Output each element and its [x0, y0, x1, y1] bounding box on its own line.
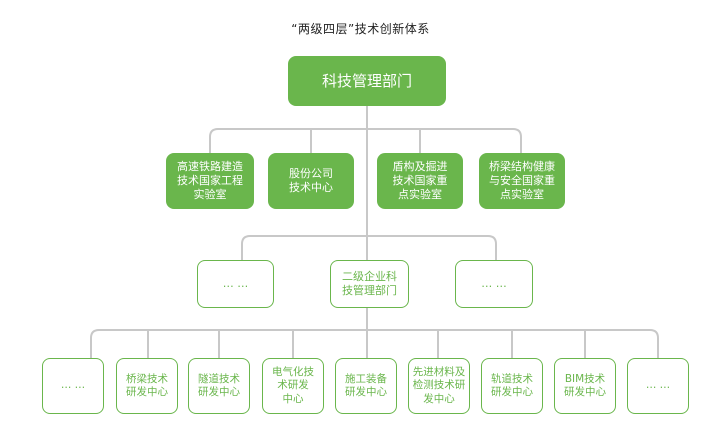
level4-node-ellipsis-last: … …: [627, 358, 689, 414]
level3-node-label: 二级企业科 技管理部门: [342, 270, 397, 297]
root-node-tech-management: 科技管理部门: [288, 56, 446, 106]
level3-node-label: … …: [481, 277, 507, 291]
level4-node-label: 隧道技术 研发中心: [198, 372, 240, 398]
level4-node-label: … …: [60, 379, 86, 392]
level3-node-sub-enterprise-management: 二级企业科 技管理部门: [330, 260, 409, 308]
level2-node-label: 盾构及掘进 技术国家重 点实验室: [392, 160, 448, 201]
level2-node-label: 高速铁路建造 技术国家工程 实验室: [177, 160, 243, 201]
level4-node-label: … …: [645, 379, 671, 392]
level4-node-track-rd: 轨道技术 研发中心: [481, 358, 543, 414]
level4-node-label: 先进材料及 检测技术研 发中心: [412, 366, 466, 405]
level4-node-label: 施工装备 研发中心: [345, 372, 387, 398]
level2-node-bridge-lab: 桥梁结构健康 与安全国家重 点实验室: [479, 153, 565, 209]
level2-node-company-tech-center: 股份公司 技术中心: [268, 153, 354, 209]
diagram-title: “两级四层”技术创新体系: [291, 22, 430, 36]
level2-node-shield-lab: 盾构及掘进 技术国家重 点实验室: [377, 153, 463, 209]
level2-node-label: 桥梁结构健康 与安全国家重 点实验室: [489, 160, 555, 201]
level4-node-ellipsis-first: … …: [42, 358, 104, 414]
level4-node-electrification-rd: 电气化技 术研发 中心: [262, 358, 324, 414]
connector-level2-bus: [209, 128, 522, 153]
level3-node-ellipsis-left: … …: [197, 260, 274, 308]
level4-node-label: 桥梁技术 研发中心: [126, 372, 168, 398]
root-node-label: 科技管理部门: [321, 71, 412, 90]
level4-node-bridge-rd: 桥梁技术 研发中心: [116, 358, 178, 414]
level4-node-label: BIM技术 研发中心: [564, 372, 606, 398]
level3-node-label: … …: [222, 277, 249, 291]
level3-node-ellipsis-right: … …: [455, 260, 533, 308]
level4-node-bim-rd: BIM技术 研发中心: [554, 358, 616, 414]
level4-node-tunnel-rd: 隧道技术 研发中心: [188, 358, 250, 414]
level4-node-materials-rd: 先进材料及 检测技术研 发中心: [408, 358, 470, 414]
level2-node-label: 股份公司 技术中心: [289, 167, 333, 194]
level2-node-railway-lab: 高速铁路建造 技术国家工程 实验室: [166, 153, 254, 209]
level4-node-equipment-rd: 施工装备 研发中心: [335, 358, 397, 414]
level4-node-label: 轨道技术 研发中心: [491, 372, 533, 398]
connector-level4-bus: [90, 329, 659, 358]
level4-node-label: 电气化技 术研发 中心: [272, 366, 314, 405]
connector-level3-bus: [241, 235, 497, 260]
